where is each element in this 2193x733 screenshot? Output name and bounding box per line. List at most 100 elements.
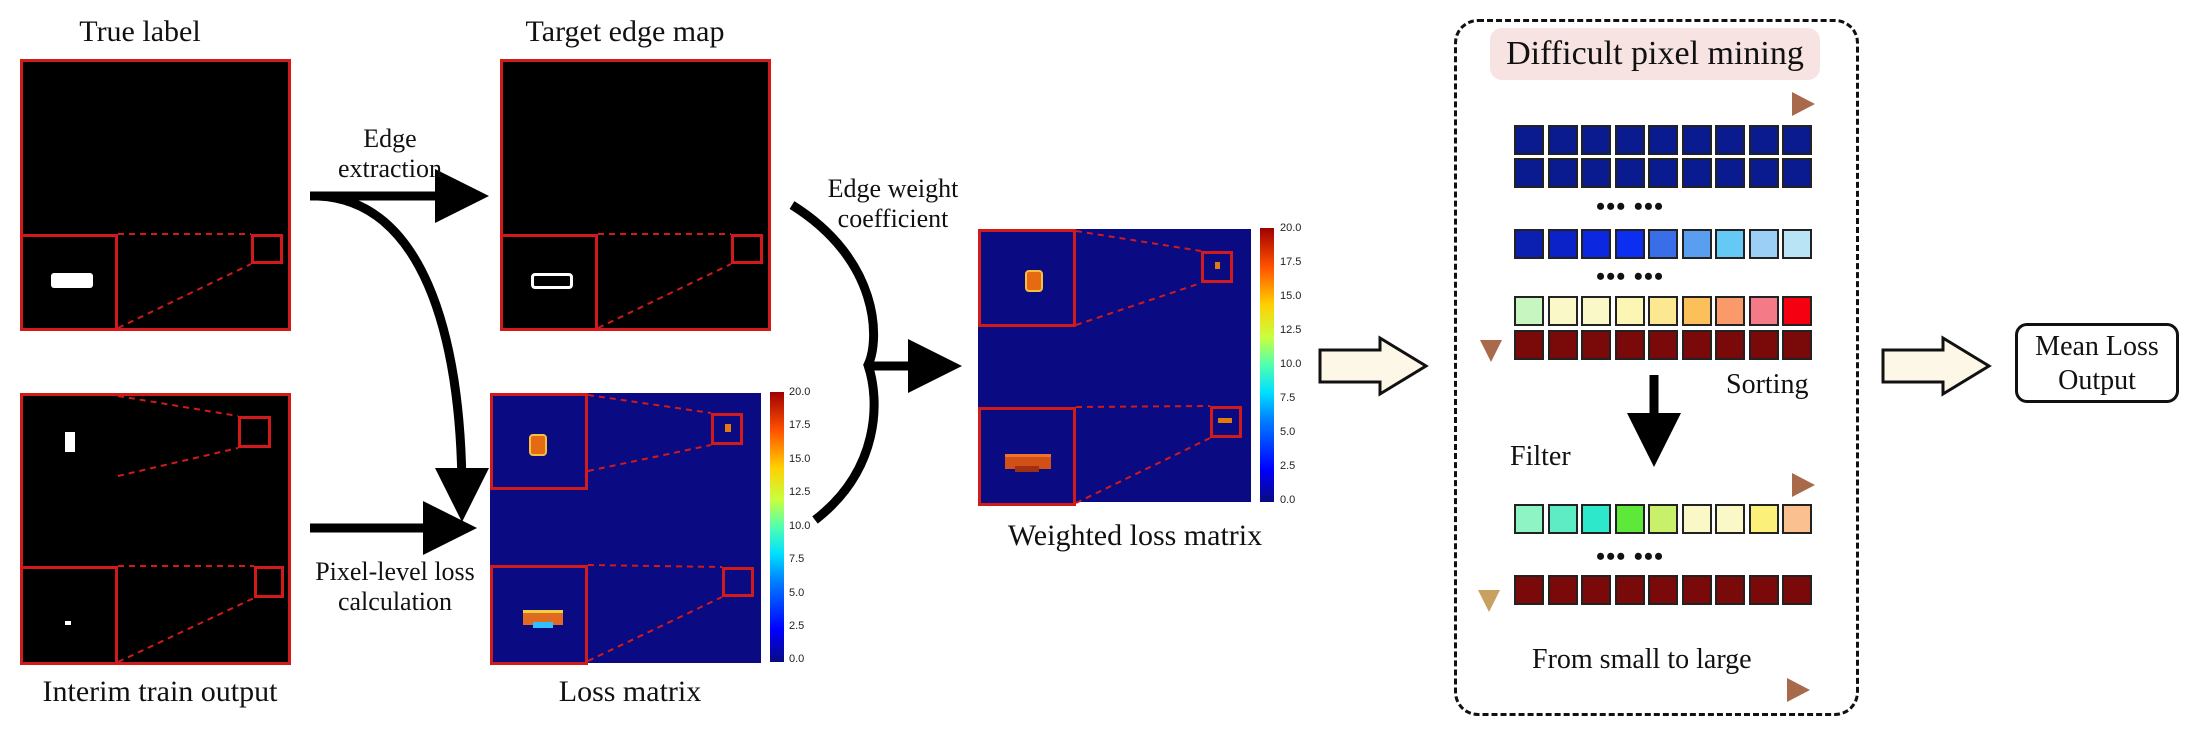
filter-label: Filter	[1510, 441, 1571, 472]
pixel-square	[1581, 504, 1611, 534]
pixel-square	[1547, 330, 1578, 360]
zoom-box	[711, 413, 743, 445]
interim-output-image	[20, 393, 291, 665]
object-shape	[65, 432, 75, 452]
zoom-box	[1201, 251, 1233, 283]
mean-loss-output-box: Mean Loss Output	[2015, 323, 2179, 403]
pixel-square	[1581, 575, 1611, 605]
pixel-square	[1782, 504, 1812, 534]
mining-title: Difficult pixel mining	[1490, 28, 1820, 80]
interim-output-title: Interim train output	[42, 675, 278, 708]
pixel-square	[1614, 125, 1645, 155]
pixel-square	[1547, 504, 1578, 534]
pixel-square	[1648, 296, 1678, 326]
pixel-square	[1614, 229, 1645, 259]
pixel-square	[1547, 158, 1578, 188]
sorting-label: Sorting	[1726, 369, 1809, 400]
from-small-to-large-label: From small to large	[1532, 644, 1752, 675]
zoom-inset	[978, 229, 1076, 327]
zoom-inset	[500, 234, 598, 331]
pixel-square	[1782, 575, 1812, 605]
pixel-square	[1614, 575, 1645, 605]
pixel-square	[1748, 125, 1779, 155]
loss-matrix-image	[490, 393, 761, 665]
true-label-image	[20, 59, 291, 331]
weighted-loss-matrix-title: Weighted loss matrix	[1007, 519, 1263, 552]
edge-weight-label: Edge weight coefficient	[827, 174, 959, 233]
pixel-square	[1581, 125, 1611, 155]
pixel-square	[1681, 504, 1712, 534]
zoom-inset	[490, 565, 588, 665]
hotspot	[533, 622, 553, 628]
hollow-arrow-1	[1318, 335, 1429, 397]
pixel-square	[1514, 504, 1544, 534]
pixel-square	[1648, 504, 1678, 534]
hotspot	[725, 424, 731, 432]
hotspot	[1015, 466, 1039, 472]
edge-outline	[531, 273, 573, 289]
pixel-square	[1514, 158, 1544, 188]
pixel-square	[1715, 296, 1745, 326]
gradient-arrowhead	[1787, 678, 1810, 702]
dots-2: ••• •••	[1596, 262, 1665, 291]
dots-3: ••• •••	[1596, 542, 1665, 571]
zoom-connector	[587, 394, 723, 662]
zoom-box	[238, 416, 271, 448]
zoom-inset	[20, 234, 118, 331]
object-shape	[51, 273, 93, 288]
pixel-square	[1547, 575, 1578, 605]
gradient-arrowhead	[1792, 92, 1815, 116]
pixel-square	[1581, 296, 1611, 326]
pixel-square	[1681, 330, 1712, 360]
pixel-square	[1782, 125, 1812, 155]
hotspot	[1218, 418, 1232, 423]
pixel-square	[1681, 229, 1712, 259]
pixel-square	[1514, 125, 1544, 155]
pixel-square	[1782, 229, 1812, 259]
loss-colorbar	[770, 392, 784, 662]
hollow-arrow-2	[1881, 335, 1992, 397]
pixel-loss-label: Pixel-level loss calculation	[315, 557, 475, 616]
true-label-title: True label	[79, 15, 201, 48]
hotspot	[523, 610, 563, 625]
difficult-pixel-mining-panel	[1454, 19, 1859, 716]
pixel-square	[1648, 330, 1678, 360]
pixel-square	[1547, 296, 1578, 326]
pixel-square	[1581, 330, 1611, 360]
pixel-square	[1715, 504, 1745, 534]
zoom-connector	[117, 233, 252, 329]
pixel-square	[1648, 575, 1678, 605]
pixel-square	[1581, 158, 1611, 188]
weighted-colorbar	[1260, 228, 1274, 502]
zoom-inset	[490, 393, 588, 490]
pixel-square	[1648, 158, 1678, 188]
pixel-square	[1514, 229, 1544, 259]
object-shape	[65, 621, 71, 625]
pixel-square	[1648, 229, 1678, 259]
pixel-square	[1547, 229, 1578, 259]
zoom-box	[731, 234, 763, 264]
target-edge-map-title: Target edge map	[525, 15, 725, 48]
zoom-connector	[597, 233, 732, 329]
weighted-loss-matrix-image	[978, 229, 1251, 506]
pixel-square	[1514, 296, 1544, 326]
zoom-box	[251, 234, 283, 264]
gradient-arrowhead	[1792, 473, 1815, 497]
pixel-square	[1782, 330, 1812, 360]
merge-bracket	[789, 201, 879, 524]
hotspot	[1005, 454, 1051, 469]
gradient-arrowhead	[1480, 340, 1502, 362]
pixel-square	[1514, 330, 1544, 360]
zoom-connector	[117, 395, 255, 663]
zoom-box	[254, 566, 284, 598]
pixel-square	[1782, 158, 1812, 188]
curve-to-loss-arrow	[317, 191, 489, 522]
edge-extraction-label: Edge extraction	[338, 124, 442, 183]
pixel-square	[1715, 330, 1745, 360]
zoom-connector	[1075, 230, 1211, 504]
zoom-box	[722, 567, 754, 597]
pixel-square	[1547, 125, 1578, 155]
pixel-square	[1715, 575, 1745, 605]
zoom-box	[1210, 406, 1242, 438]
